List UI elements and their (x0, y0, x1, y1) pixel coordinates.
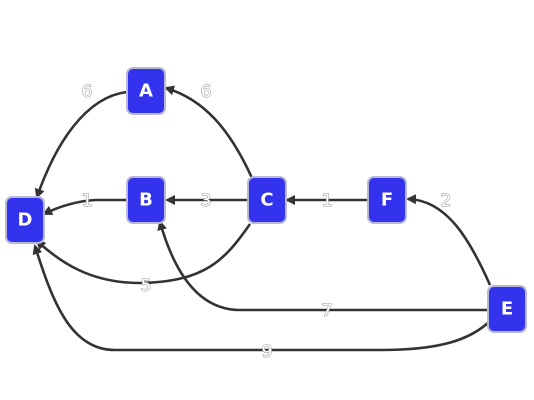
node-f-box[interactable] (367, 176, 407, 224)
edge-c-to-d (35, 223, 252, 285)
weight-label-c-to-d: 5 (141, 276, 152, 296)
node-c[interactable]: C (247, 176, 287, 224)
edge-e-to-f (406, 194, 492, 286)
weight-label-c-to-b: 3 (201, 191, 212, 211)
node-e[interactable]: E (487, 285, 527, 333)
node-f-label: F (381, 190, 393, 211)
node-d-box[interactable] (5, 196, 45, 244)
weight-label-e-to-d: 9 (262, 342, 273, 362)
node-a[interactable]: A (126, 67, 166, 115)
weight-label-a-to-d: 6 (82, 82, 93, 102)
node-c-label: C (260, 190, 273, 211)
node-f[interactable]: F (367, 176, 407, 224)
node-d-label: D (18, 210, 33, 231)
node-d[interactable]: D (5, 196, 45, 244)
edge-c-to-a (164, 85, 254, 179)
node-b[interactable]: B (126, 176, 166, 224)
weight-label-e-to-f: 2 (441, 191, 452, 211)
node-c-box[interactable] (247, 176, 287, 224)
node-a-box[interactable] (126, 67, 166, 115)
edge-weights-layer: 6 6 1 3 1 2 5 7 9 (81, 81, 452, 362)
node-b-label: B (139, 190, 153, 211)
edge-e-to-d (32, 244, 491, 352)
edge-e-to-b (157, 220, 488, 312)
node-e-box[interactable] (487, 285, 527, 333)
weight-label-f-to-c: 1 (322, 191, 333, 211)
edges-layer (32, 85, 492, 352)
node-b-box[interactable] (126, 176, 166, 224)
node-a-label: A (139, 81, 153, 102)
edge-b-to-d (42, 198, 127, 216)
weight-label-e-to-b: 7 (322, 301, 333, 321)
nodes-layer: A B C D E F (5, 67, 527, 333)
weight-label-b-to-d: 1 (82, 191, 93, 211)
node-e-label: E (501, 299, 513, 320)
weight-label-c-to-a: 6 (201, 82, 212, 102)
edge-a-to-d (34, 90, 128, 199)
